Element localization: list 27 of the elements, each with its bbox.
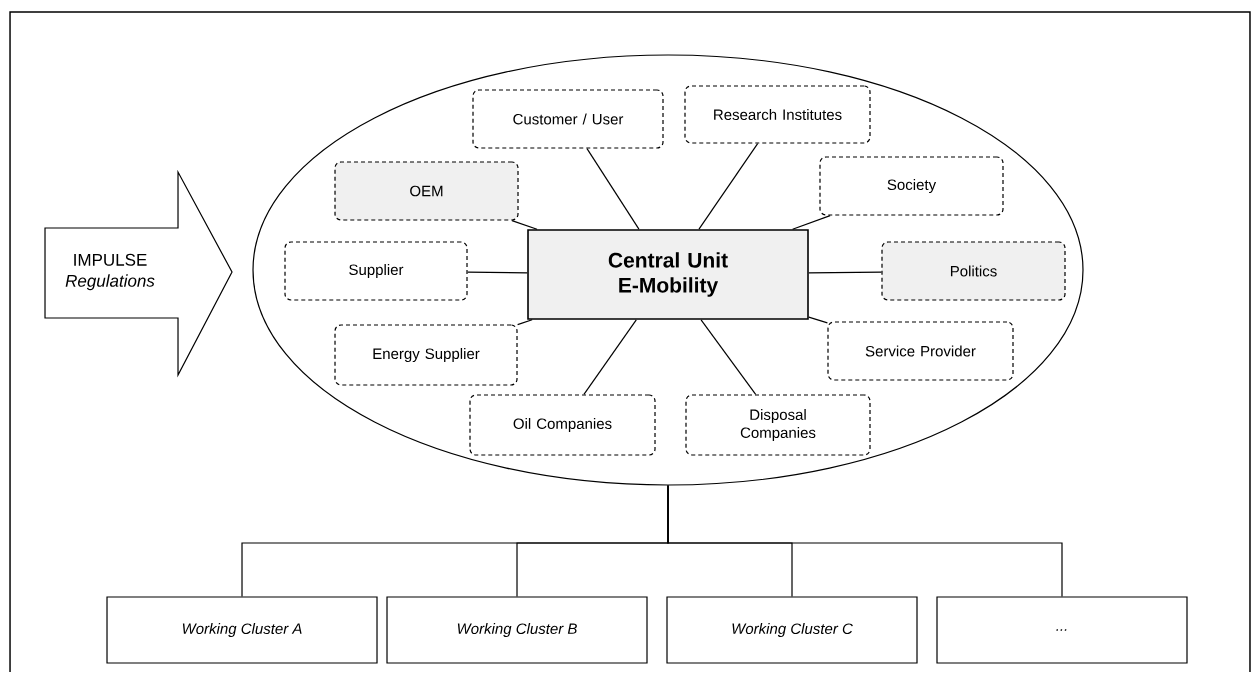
connector-line [667,485,1063,597]
cluster-box: ... [936,596,1188,664]
cluster-box: Working Cluster B [386,596,648,664]
dashed-box: Customer / User [472,89,664,149]
connector-line [583,319,637,395]
ellipse-region [252,54,1084,486]
dashed-box: Research Institutes [684,85,871,144]
connector-line [700,319,757,395]
connector-line [808,316,828,324]
connector-line [511,220,538,230]
connector-line [517,319,533,326]
dashed-box: Service Provider [827,321,1014,381]
dashed-box: Energy Supplier [334,324,518,386]
cluster-box: Working Cluster C [666,596,918,664]
dashed-box: Disposal Companies [685,394,871,456]
connector-line [586,148,640,230]
connector-line [698,143,759,230]
dashed-box: Oil Companies [469,394,656,456]
dashed-box: Supplier [284,241,468,301]
dashed-box: Politics [881,241,1066,301]
dashed-box: OEM [334,161,519,221]
connector-line [792,215,831,230]
dashed-box: Society [819,156,1004,216]
cluster-box: Working Cluster A [106,596,378,664]
central-box: Central Unit E-Mobility [527,229,809,320]
connector-line [808,271,882,274]
connector-line [467,271,528,274]
